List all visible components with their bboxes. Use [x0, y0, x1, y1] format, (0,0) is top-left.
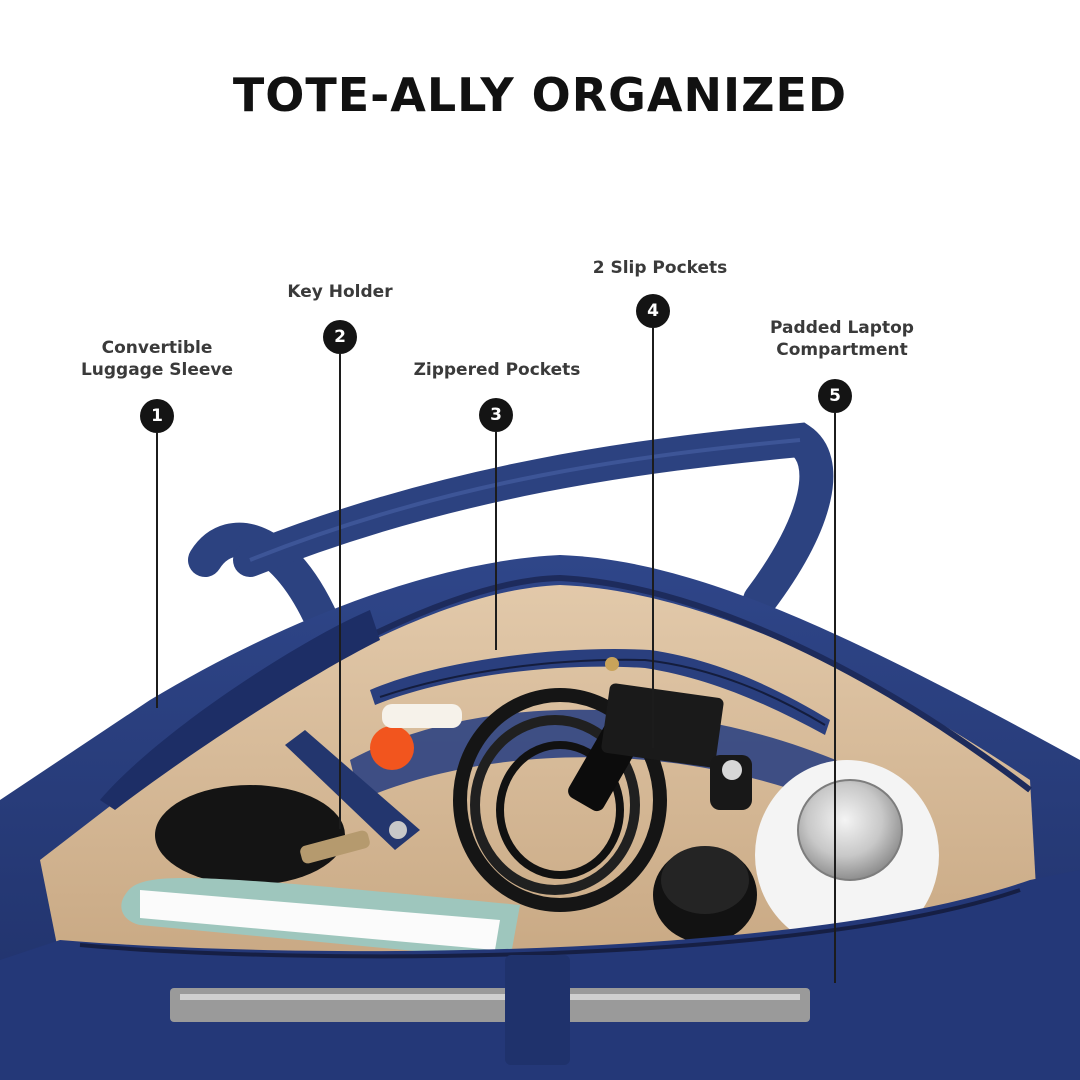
callout-2-label-line-1: Key Holder [287, 282, 393, 302]
callout-3-label-line-1: Zippered Pockets [413, 360, 581, 380]
bag-handles [188, 422, 834, 657]
callout-3-badge: 3 [479, 398, 513, 432]
callout-2-leader-line [339, 354, 341, 829]
page-title: TOTE-ALLY ORGANIZED [232, 68, 848, 122]
cable-bundle [453, 688, 667, 912]
laptop [170, 988, 810, 1022]
callout-3-leader-line [495, 432, 497, 650]
callout-2-label: Key Holder [255, 281, 425, 303]
notebook [121, 878, 521, 960]
callout-4-label-line-1: 2 Slip Pockets [592, 258, 728, 278]
key-holder-strap [285, 730, 420, 864]
zippered-pocket [370, 649, 830, 735]
luggage-sleeve [100, 610, 380, 810]
water-bottle [755, 760, 939, 950]
callout-4-label: 2 Slip Pockets [575, 257, 745, 279]
orange-item [370, 726, 414, 770]
callout-1-label-line-1: Convertible [101, 338, 213, 358]
callout-4-badge: 4 [636, 294, 670, 328]
callout-2-badge: 2 [323, 320, 357, 354]
callout-1-badge: 1 [140, 399, 174, 433]
laptop-strap [505, 955, 570, 1065]
callout-5-badge: 5 [818, 379, 852, 413]
callout-5-label-line-1: Padded Laptop [770, 318, 914, 338]
callout-3-label: Zippered Pockets [397, 359, 597, 381]
callout-5-label: Padded Laptop Compartment [752, 317, 932, 361]
callout-5-leader-line [834, 413, 836, 983]
callout-4-leader-line [652, 328, 654, 748]
callout-1-leader-line [156, 433, 158, 708]
callout-5-label-line-2: Compartment [776, 340, 908, 360]
callout-1-label: Convertible Luggage Sleeve [72, 337, 242, 381]
callout-1-label-line-2: Luggage Sleeve [80, 360, 234, 380]
